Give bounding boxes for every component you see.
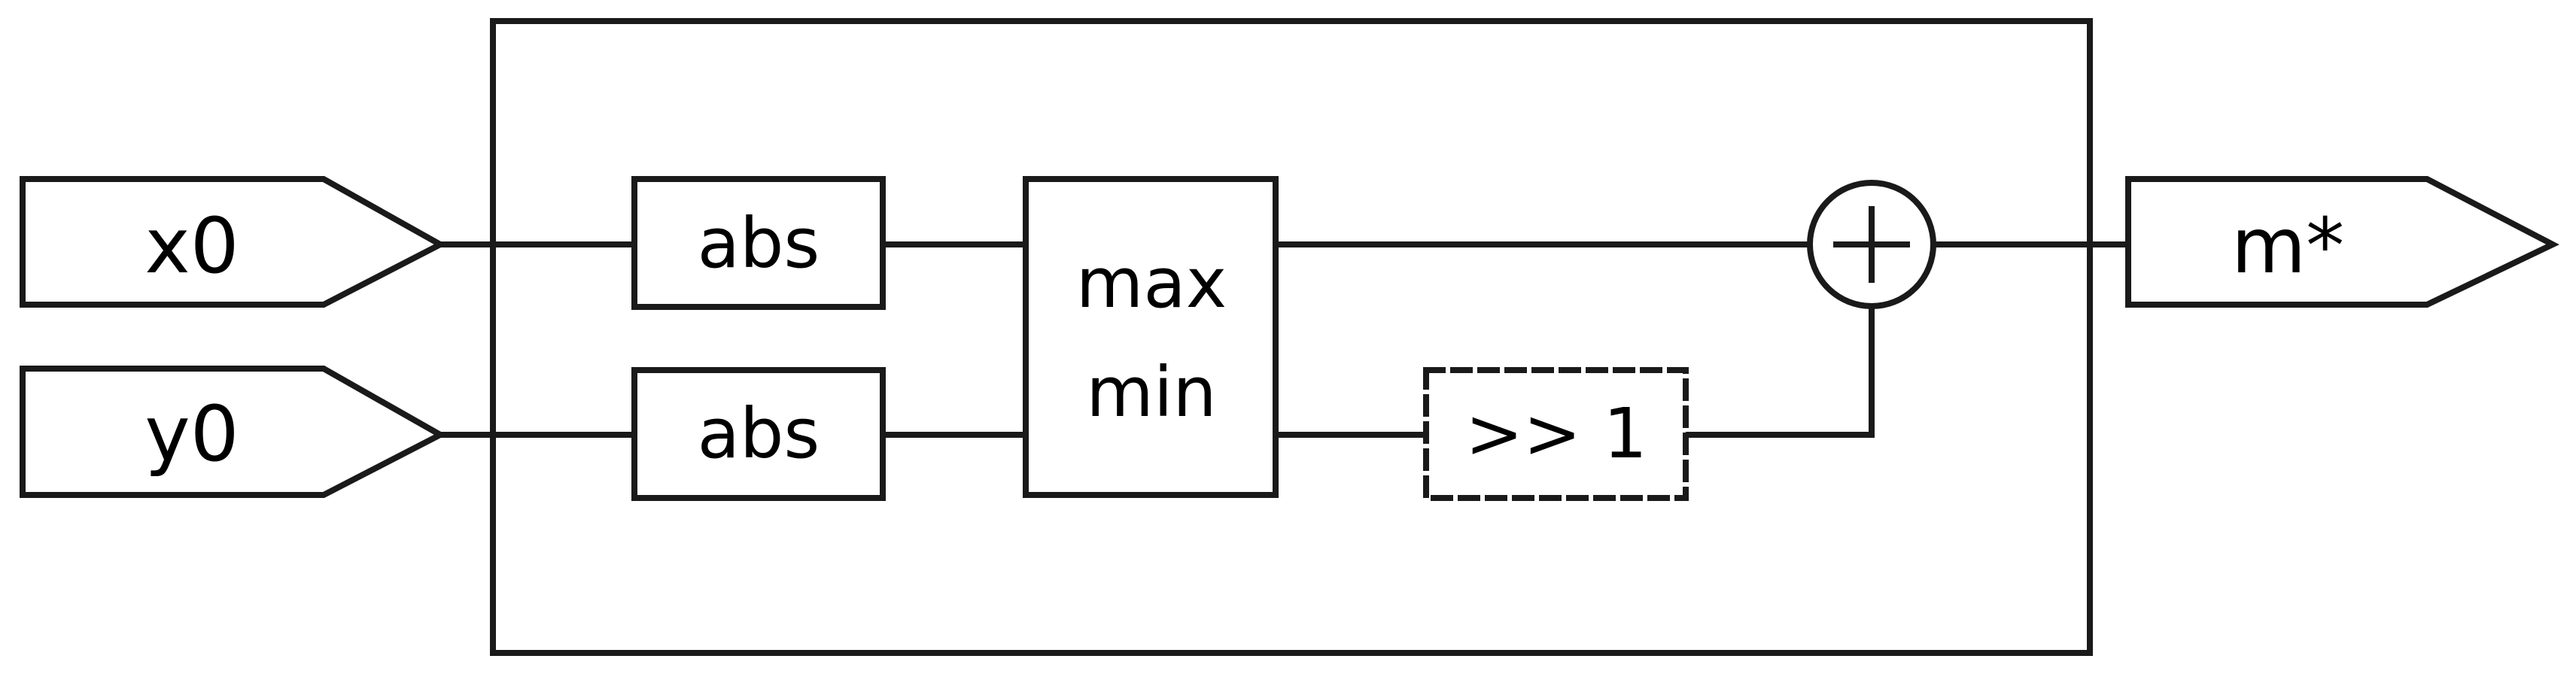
abs-top-label: abs bbox=[698, 203, 820, 284]
output-label-m: m* bbox=[2231, 202, 2344, 291]
abs-bottom-label: abs bbox=[698, 393, 820, 474]
max-label: max bbox=[1076, 243, 1227, 323]
maxmin-block bbox=[1023, 176, 1279, 498]
wire-shift-to-adder bbox=[1683, 300, 1875, 438]
input-label-x0: x0 bbox=[144, 202, 239, 291]
module-boundary bbox=[490, 18, 2093, 656]
shift-block bbox=[1423, 367, 1689, 501]
input-port-y0 bbox=[20, 366, 447, 498]
input-port-x0 bbox=[20, 176, 447, 308]
abs-block-top bbox=[631, 176, 886, 310]
abs-block-bottom bbox=[631, 367, 886, 501]
shift-label: >> 1 bbox=[1465, 393, 1647, 474]
output-port-m bbox=[2125, 176, 2559, 308]
input-label-y0: y0 bbox=[144, 390, 239, 479]
min-label: min bbox=[1086, 352, 1217, 433]
